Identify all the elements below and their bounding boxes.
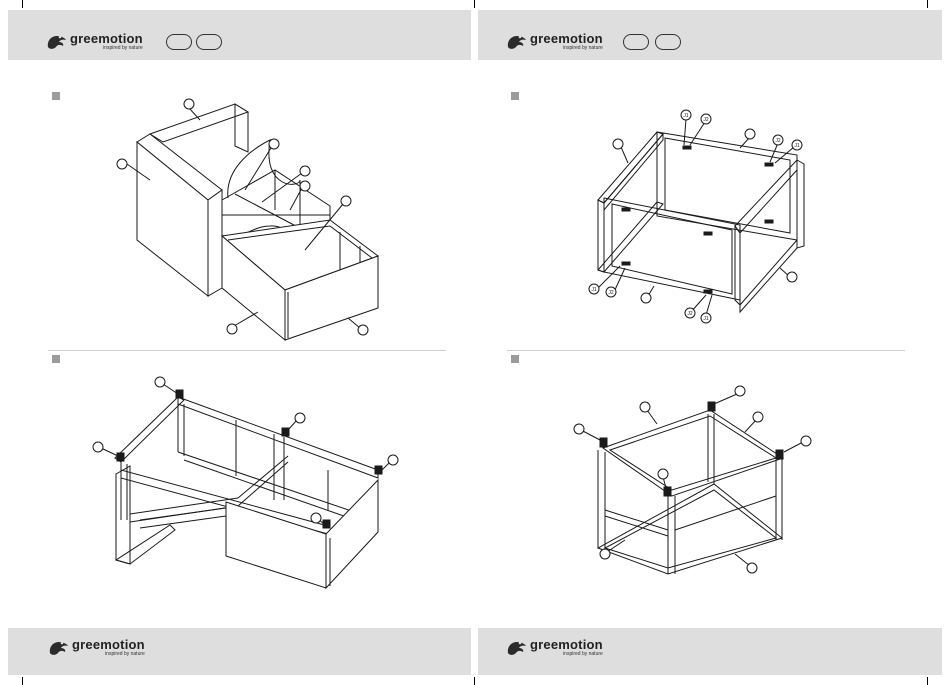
hardware-label-j1: J1	[591, 287, 597, 293]
hardware-label-j1: J1	[794, 143, 800, 149]
hardware-label-j1: J1	[703, 316, 709, 322]
diagram-step-1	[117, 99, 378, 340]
hardware-label-j2: J2	[703, 117, 709, 123]
hardware-label-j2: J2	[687, 311, 693, 317]
hardware-label-j2: J2	[608, 290, 614, 296]
diagram-step-3	[93, 377, 398, 588]
diagram-step-2	[589, 110, 804, 323]
diagram-step-4	[574, 386, 811, 574]
hardware-label-j1: J1	[683, 113, 689, 119]
hardware-label-j2: J2	[775, 138, 781, 144]
